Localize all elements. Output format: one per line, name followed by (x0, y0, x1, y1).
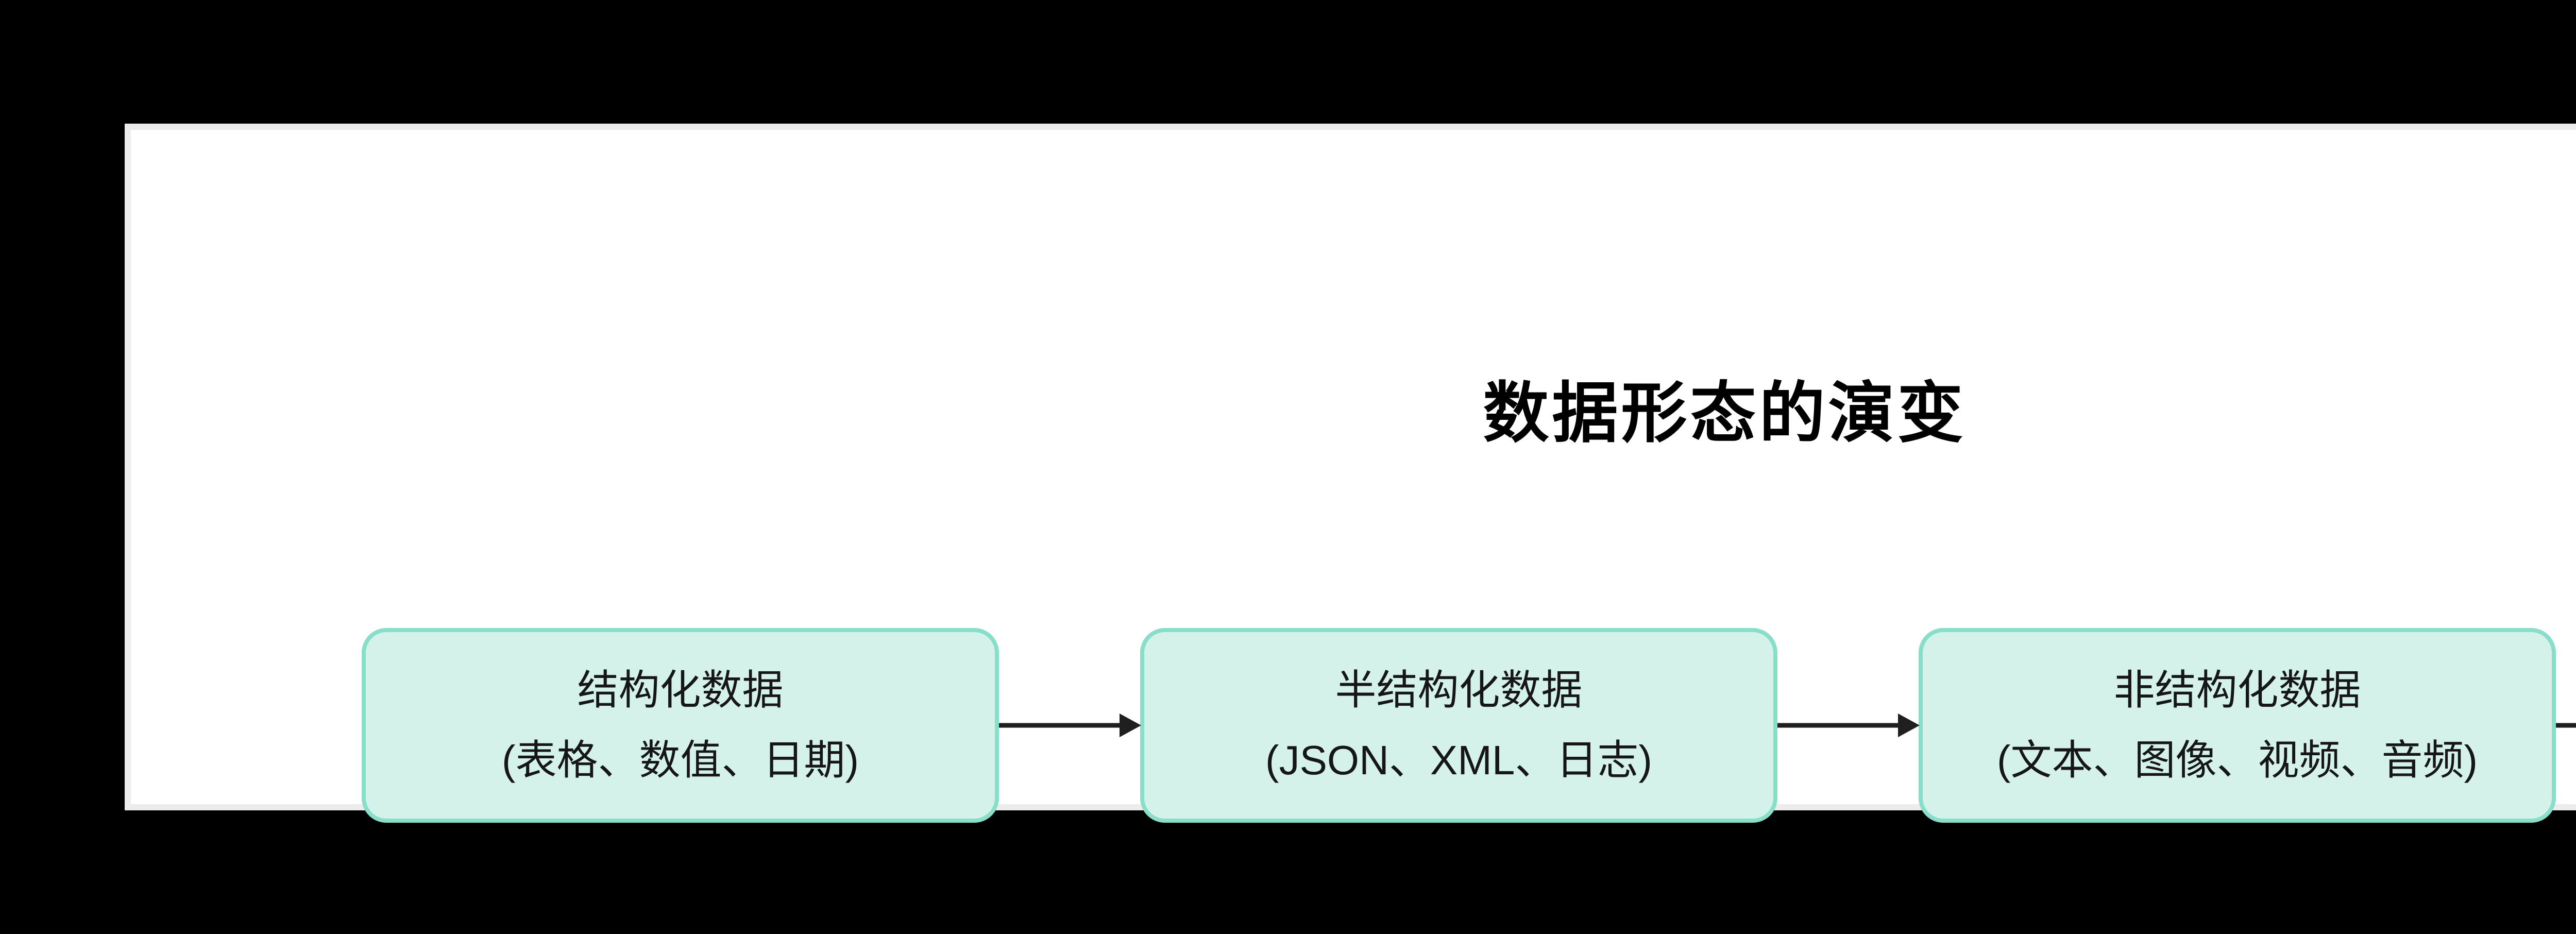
flow-arrow (1777, 628, 1920, 823)
arrow-line (999, 723, 1124, 728)
flow-box-semi-structured: 半结构化数据 (JSON、XML、日志) (1140, 628, 1777, 823)
flow-box-unstructured: 非结构化数据 (文本、图像、视频、音频) (1919, 628, 2556, 823)
box-title: 非结构化数据 (2113, 667, 2361, 713)
flow-box-structured: 结构化数据 (表格、数值、日期) (362, 628, 999, 823)
box-subtitle: (表格、数值、日期) (501, 737, 859, 783)
flow-row: 结构化数据 (表格、数值、日期) 半结构化数据 (JSON、XML、日志) 非结… (362, 628, 2576, 823)
diagram-canvas: 数据形态的演变 结构化数据 (表格、数值、日期) 半结构化数据 (JSON、XM… (125, 124, 2576, 823)
arrow-line (1777, 723, 1902, 728)
arrow-head-icon (1898, 714, 1920, 737)
diagram-title: 数据形态的演变 (1483, 377, 1967, 450)
flow-arrow (2556, 628, 2576, 823)
box-subtitle: (文本、图像、视频、音频) (1996, 737, 2478, 783)
arrow-head-icon (1120, 714, 1141, 737)
box-subtitle: (JSON、XML、日志) (1265, 737, 1653, 783)
box-title: 半结构化数据 (1335, 667, 1583, 713)
box-title: 结构化数据 (577, 667, 784, 713)
flow-arrow (999, 628, 1141, 823)
arrow-line (2556, 723, 2576, 728)
